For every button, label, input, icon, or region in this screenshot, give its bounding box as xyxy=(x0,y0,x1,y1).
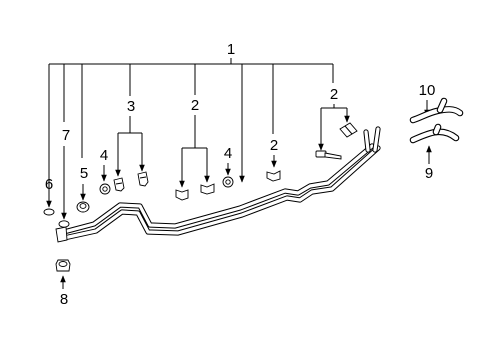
leader-group-3 xyxy=(115,116,145,177)
callout-2-center: 2 xyxy=(191,97,199,114)
nut-part-4-center xyxy=(222,176,234,188)
clip-part-2-right xyxy=(200,183,215,195)
leader-group-1 xyxy=(46,58,334,208)
leader-group-2-center xyxy=(179,115,210,188)
plug-part-7 xyxy=(58,220,70,228)
cap-part-8 xyxy=(55,259,71,272)
hose-part-9 xyxy=(409,123,460,144)
clip-part-3-right xyxy=(137,171,149,187)
callout-9: 9 xyxy=(425,165,433,182)
callout-8: 8 xyxy=(60,291,68,308)
callout-2-right-pair: 2 xyxy=(330,86,338,103)
bolt-part-2 xyxy=(315,150,342,160)
callout-7: 7 xyxy=(62,127,70,144)
clip-part-2-angled xyxy=(339,122,358,138)
nut-part-5 xyxy=(76,201,90,213)
callout-1: 1 xyxy=(227,41,235,58)
tube-assembly xyxy=(55,126,381,243)
grommet-part-6 xyxy=(43,208,55,216)
hose-part-10 xyxy=(409,97,464,124)
tube-end-fitting xyxy=(55,226,68,243)
callout-4-center: 4 xyxy=(224,145,232,162)
callout-2-right-clip: 2 xyxy=(270,137,278,154)
leader-group-2-right xyxy=(318,104,350,151)
clip-part-3-left xyxy=(113,177,125,192)
nut-part-4-left xyxy=(99,183,111,195)
callout-5: 5 xyxy=(80,165,88,182)
callout-3: 3 xyxy=(127,98,135,115)
callout-4-left: 4 xyxy=(100,147,108,164)
callout-10: 10 xyxy=(419,82,436,99)
clip-part-2-far xyxy=(266,170,281,182)
clip-part-2-left xyxy=(175,189,189,201)
